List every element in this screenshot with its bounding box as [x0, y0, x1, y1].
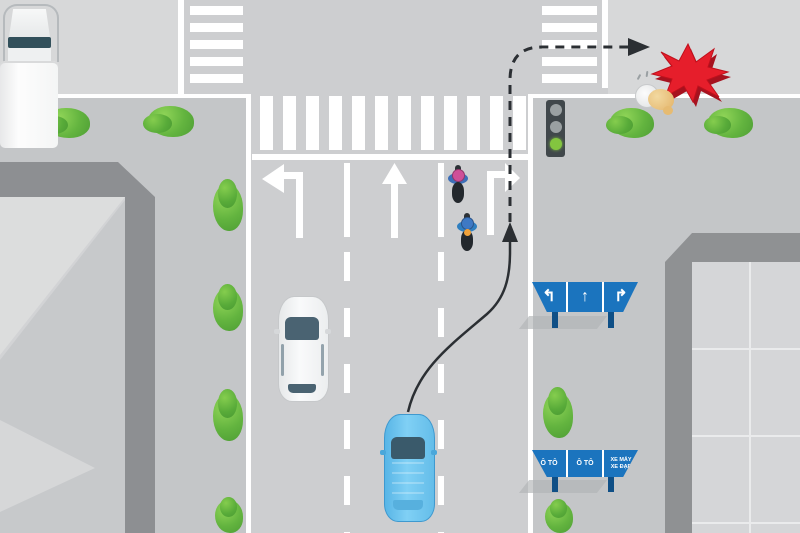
motion-mark: [645, 70, 649, 78]
motorcycle-blue-helmet: [456, 213, 478, 253]
fuel-tank: [464, 229, 471, 236]
side-mirror: [274, 329, 280, 334]
windshield: [391, 437, 425, 459]
lane-direction-sign: ↰ ↑ ↱: [518, 282, 638, 329]
lane-arrow-left-turn: [262, 164, 303, 238]
side-mirror: [380, 450, 386, 455]
cab-front: [8, 48, 51, 61]
motorcycle-pink-helmet: [447, 165, 469, 205]
cab-roof: [9, 9, 50, 37]
stop-line-east-road: [602, 0, 608, 88]
green-light-on: [549, 138, 562, 150]
lane-line-right-dashed: [438, 252, 444, 533]
helmet: [452, 169, 465, 182]
blue-car: [380, 414, 437, 522]
bush: [213, 283, 243, 331]
cab-frame: [3, 4, 59, 62]
sidewalk-left: [0, 97, 246, 533]
yellow-light-off: [549, 121, 562, 133]
motorcycle-tail: [461, 230, 473, 251]
lane-line-right-solid: [438, 163, 444, 237]
motorcycle-tail: [452, 182, 464, 203]
bush: [605, 108, 654, 138]
lane-label-car: Ô TÔ: [540, 460, 558, 467]
pedestrian-body: [648, 89, 674, 110]
crosswalk-main: [260, 96, 526, 150]
white-car: [274, 296, 331, 402]
lane-label-moto-bike: XE MÁY XE ĐẠP: [602, 450, 638, 477]
rear-window: [393, 500, 423, 510]
side-mirror: [325, 329, 331, 334]
traffic-light: [546, 100, 565, 157]
straight-arrow-icon: ↑: [566, 282, 602, 312]
red-light-off: [549, 104, 562, 116]
bush: [213, 179, 243, 231]
sign-legs: [532, 312, 638, 328]
crosswalk-northeast: [542, 6, 597, 86]
lane-line-left-solid: [344, 163, 350, 237]
windshield: [8, 37, 51, 48]
sign-face: Ô TÔ Ô TÔ XE MÁY XE ĐẠP: [532, 450, 638, 477]
bush: [703, 108, 753, 138]
side-mirror: [431, 450, 437, 455]
side-window: [321, 344, 324, 376]
lane-line-left-dashed: [344, 252, 350, 533]
lane-label-line2: XE ĐẠP: [610, 463, 632, 470]
left-turn-arrow-icon: ↰: [542, 288, 556, 305]
lane-label-car: Ô TÔ: [566, 450, 602, 477]
stop-line-west-road: [178, 0, 184, 95]
sidewalk-edge-line-left: [0, 94, 251, 98]
windshield: [285, 317, 319, 340]
sign-legs: [532, 477, 638, 492]
pedestrian-limb: [663, 106, 673, 115]
lane-arrows: [262, 163, 520, 238]
bush: [543, 387, 573, 438]
sign-face: ↰ ↑ ↱: [532, 282, 638, 312]
bush: [545, 498, 573, 533]
roof-detail: [392, 462, 424, 498]
side-window: [281, 344, 284, 376]
lane-arrow-right-turn: [487, 163, 520, 235]
cargo-box: [0, 61, 58, 148]
truck: [0, 0, 59, 148]
right-turn-arrow-icon: ↱: [602, 282, 638, 312]
crosswalk-northwest: [190, 6, 243, 86]
stop-line-main: [252, 154, 528, 160]
lane-arrow-straight: [382, 163, 407, 238]
lane-label-line1: XE MÁY: [610, 457, 632, 463]
rear-window: [288, 384, 316, 393]
bush: [213, 389, 243, 441]
bush: [143, 106, 194, 137]
bush: [215, 496, 243, 533]
lane-designation-sign: Ô TÔ Ô TÔ XE MÁY XE ĐẠP: [518, 450, 638, 493]
curb-line-right: [528, 94, 533, 533]
pedestrian: [633, 70, 677, 115]
curb-line-left: [246, 94, 251, 533]
